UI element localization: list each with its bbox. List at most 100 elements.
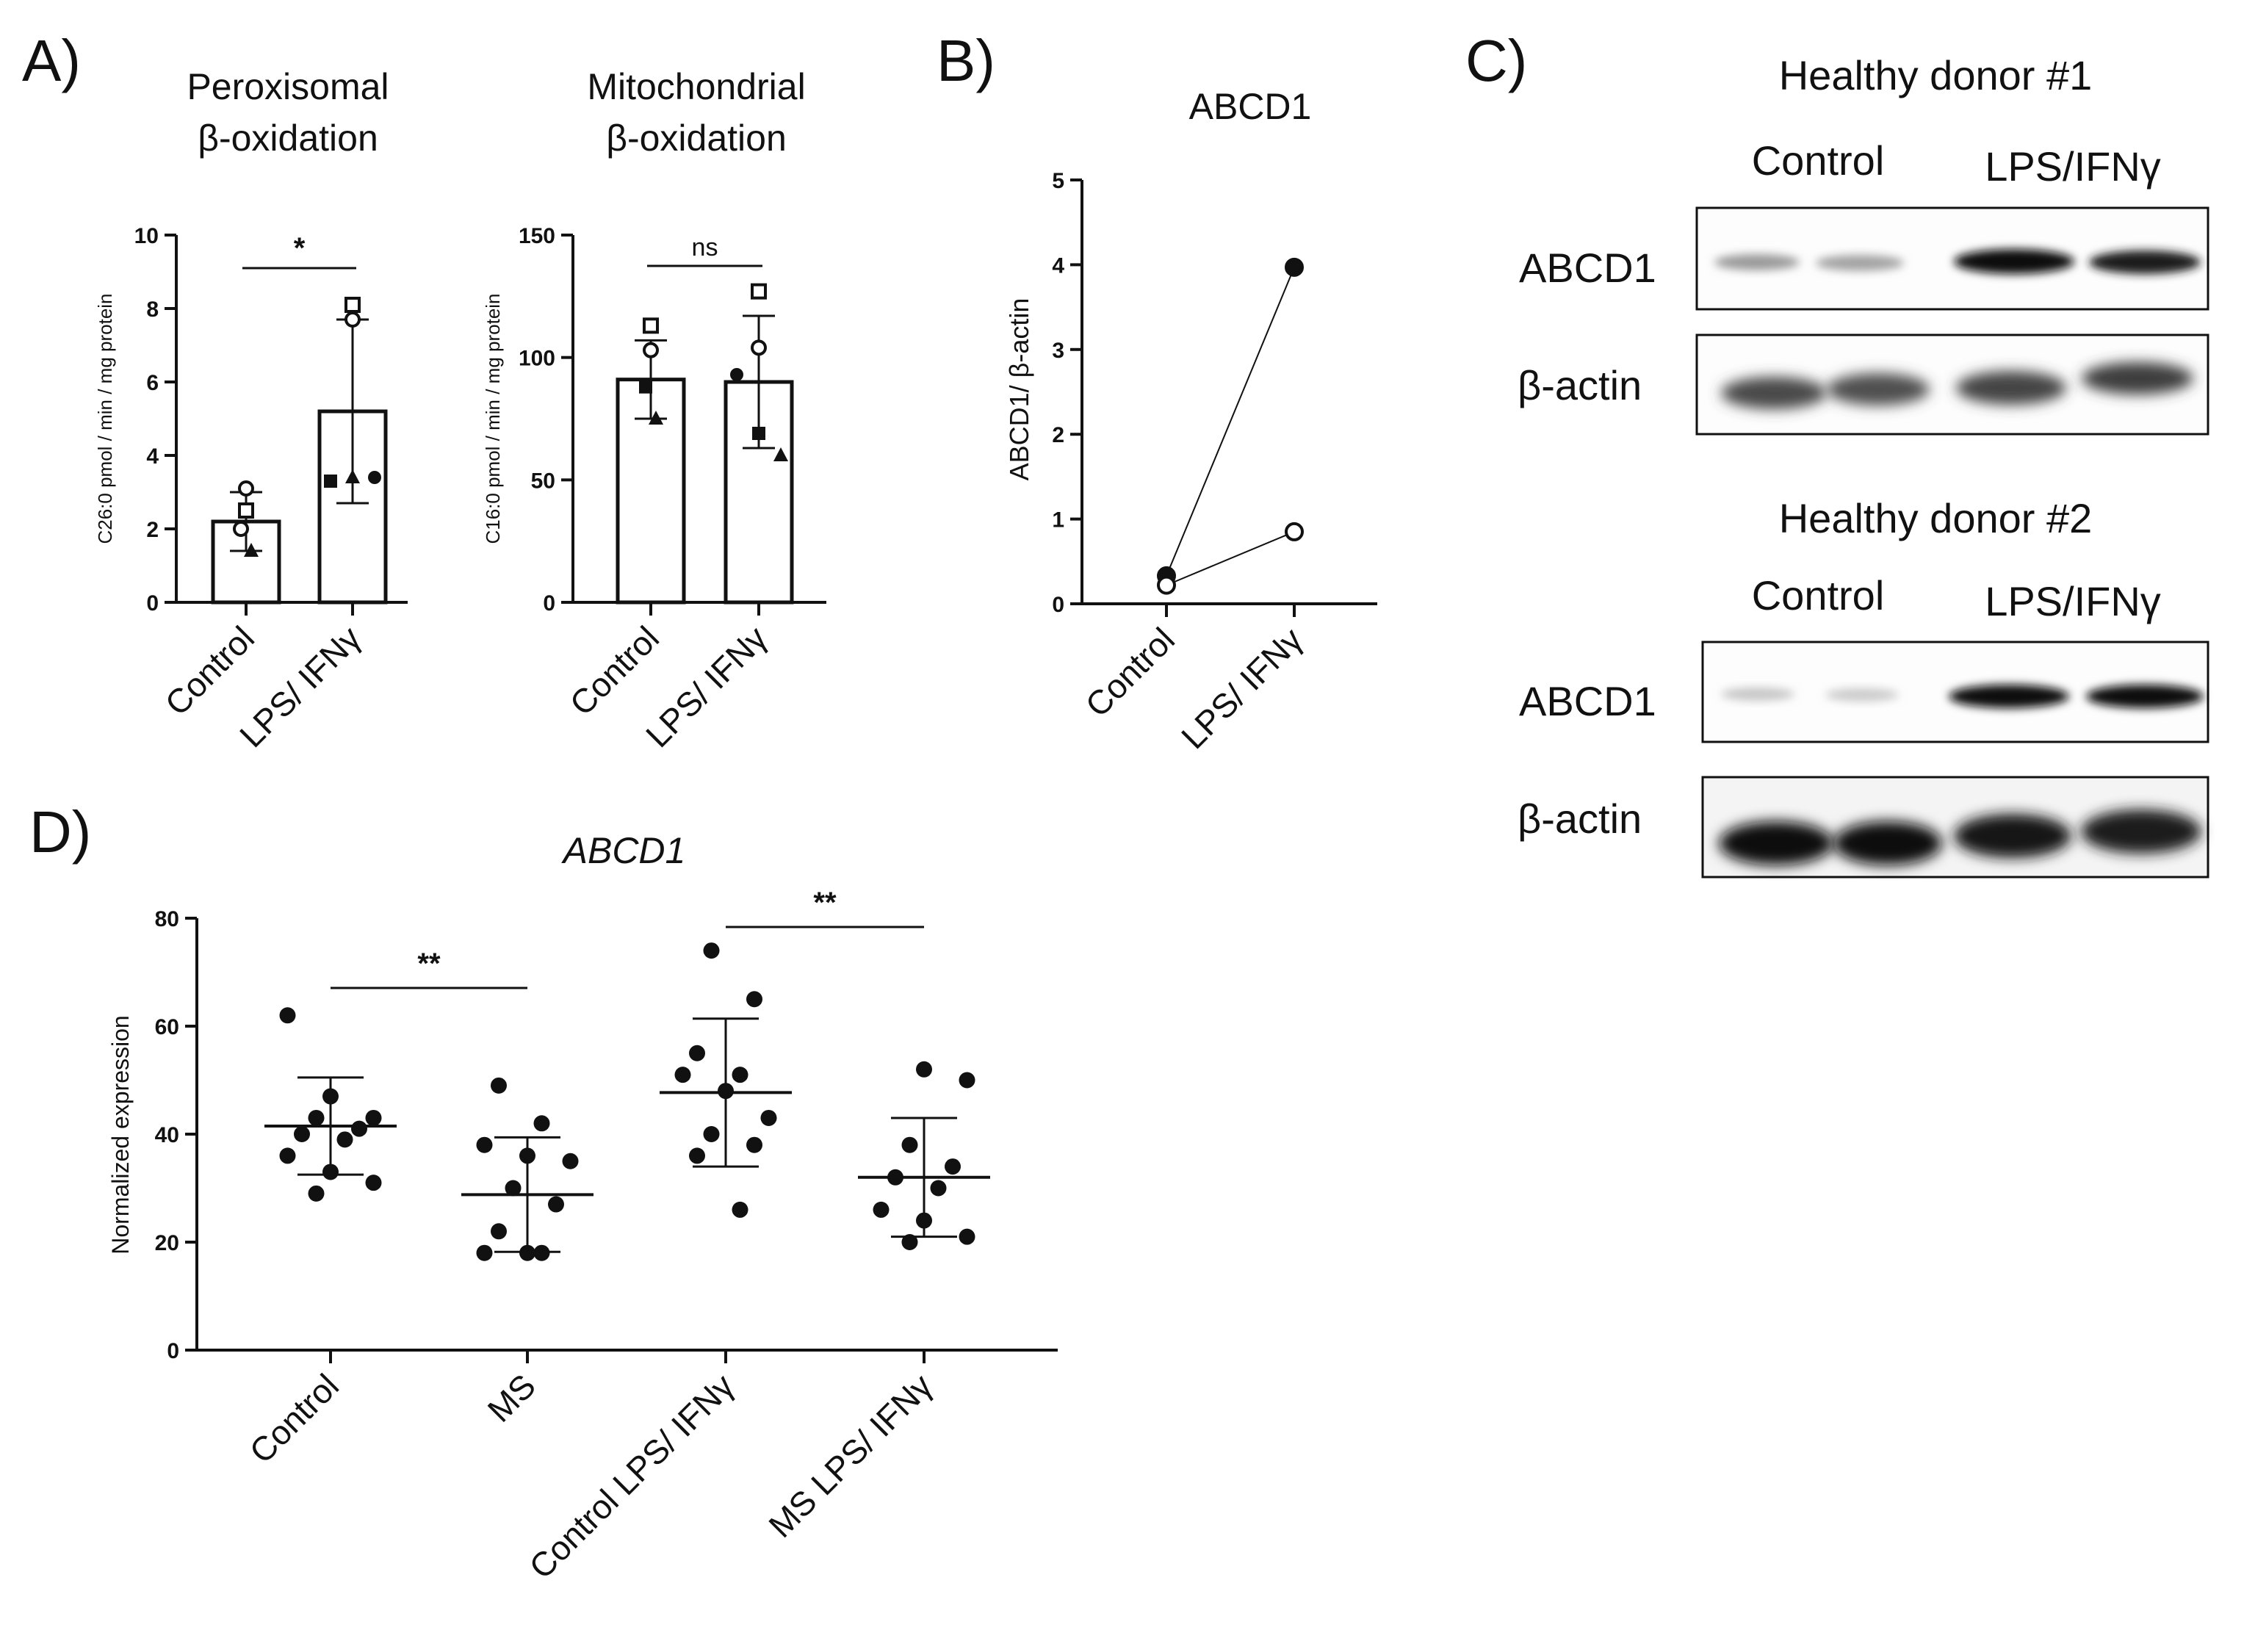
data-point [746,1136,762,1153]
chart-peroxisomal: Peroxisomal β-oxidation C26:0 pmol / min… [94,66,408,754]
marks: * [211,232,388,605]
data-point [703,942,720,959]
y-tick-label: 60 [155,1015,179,1039]
donor1-treated-header: LPS/IFNγ [1985,143,2161,190]
donor1-title: Healthy donor #1 [1779,52,2093,98]
data-point [345,469,360,483]
donor1-abcd1-bands [1714,249,2201,274]
significance-label: * [294,232,306,264]
data-point [901,1136,918,1153]
y-tick-label: 4 [1052,253,1064,278]
band [1827,373,1930,405]
x-tick-label: MS LPS/ IFNγ [761,1366,939,1545]
data-point [505,1180,522,1197]
band [1833,821,1942,865]
y-tick-label: 50 [531,469,555,493]
data-point [548,1196,564,1213]
data-point [643,317,659,334]
y-tick-label: 80 [155,907,179,931]
band [1954,249,2074,274]
y-tick-label: 6 [146,371,159,395]
donor1-abcd1-label: ABCD1 [1519,245,1656,291]
donor2-title: Healthy donor #2 [1779,495,2093,541]
donor2-abcd1-bands [1721,685,2204,708]
y-tick-label: 0 [167,1339,179,1363]
data-point [639,380,652,394]
band [1949,685,2069,708]
y-axis-label: Normalized expression [107,1015,134,1254]
chart-mitochondrial: Mitochondrial β-oxidation C16:0 pmol / m… [482,66,826,754]
data-point [344,311,361,328]
data-point [703,1126,720,1142]
band [2089,250,2201,274]
x-tick-label: Control [1078,620,1182,724]
chart-title-line-1: Mitochondrial [587,66,805,107]
donor2-abcd1-label: ABCD1 [1519,678,1656,724]
y-tick-label: 5 [1052,169,1064,193]
band [1954,814,2071,858]
data-point [324,475,337,488]
donor2-actin-bands [1719,809,2201,865]
data-point [760,1109,777,1126]
chart-title-line-2: β-oxidation [198,118,378,159]
data-point [689,1045,705,1061]
data-point [959,1072,975,1089]
donor1-actin-label: β-actin [1518,362,1642,408]
y-tick-label: 3 [1052,339,1064,363]
data-point [294,1126,310,1142]
y-tick-label: 1 [1052,508,1064,533]
data-point [233,521,249,537]
data-point [752,427,765,440]
marks: **** [264,887,990,1261]
data-point [873,1201,890,1218]
data-point [732,1201,748,1218]
data-point [491,1077,507,1094]
panel-label-a: A) [22,28,81,93]
data-point [238,480,254,497]
y-tick-label: 4 [146,444,159,469]
band [1956,371,2066,405]
band [1719,821,1833,865]
series-line [1166,267,1295,577]
data-point [746,991,762,1008]
data-point [649,411,663,425]
data-point [959,1228,975,1245]
data-point [751,339,767,356]
x-tick-label: MS [480,1366,544,1429]
data-point [344,297,361,313]
band [1721,688,1794,701]
band [1721,377,1827,409]
panel-label-b: B) [937,28,995,93]
data-point [476,1136,493,1153]
y-tick-label: 0 [543,591,555,616]
chart-title: ABCD1 [1189,86,1312,127]
data-point [643,342,659,358]
data-point [730,368,743,381]
y-tick-label: 8 [146,297,159,322]
significance-label: ** [813,887,837,919]
y-tick-label: 100 [519,347,555,371]
band [2086,685,2204,708]
data-point [773,447,788,461]
data-point [901,1234,918,1250]
band [1825,688,1899,701]
donor2-actin-label: β-actin [1518,796,1642,842]
data-point [1285,522,1304,541]
data-point [533,1115,550,1132]
western-blots: Healthy donor #1 Control LPS/IFNγ ABCD1 … [1518,52,2209,879]
band [2081,809,2201,854]
y-axis-label: C26:0 pmol / min / mg protein [94,293,116,544]
x-tick-label: Control LPS/ IFNγ [522,1366,741,1586]
band [2082,362,2193,394]
band [1816,255,1904,271]
y-tick-label: 10 [134,224,159,248]
donor2-treated-header: LPS/IFNγ [1985,578,2161,624]
donor1-control-header: Control [1752,137,1885,184]
y-axis-label: ABCD1/ β-actin [1004,298,1034,481]
band [1714,254,1800,270]
y-tick-label: 0 [1052,593,1064,617]
data-point [491,1223,507,1240]
y-tick-label: 20 [155,1231,179,1255]
data-point [916,1061,932,1078]
